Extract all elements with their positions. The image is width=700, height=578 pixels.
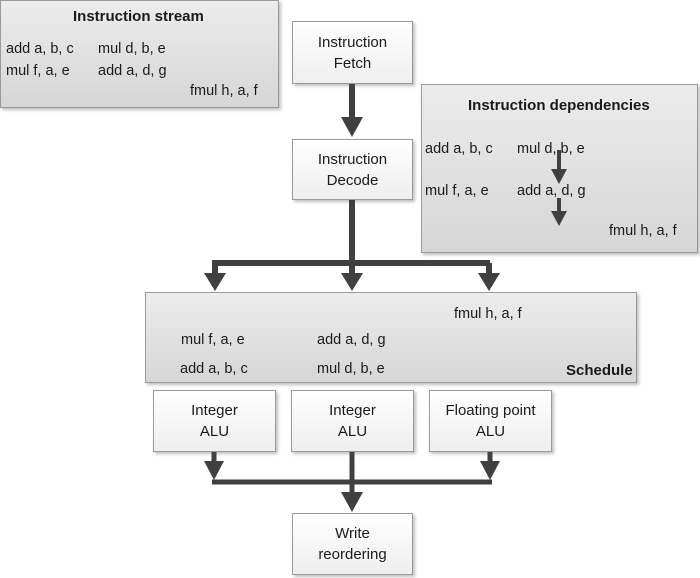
write-label-1: Write <box>335 525 370 542</box>
arrowhead-icon <box>204 273 226 291</box>
decode-label-1: Instruction <box>317 150 388 168</box>
schedule-panel: fmul h, a, f mul f, a, e add a, d, g add… <box>145 292 637 383</box>
arrowhead-icon <box>478 273 500 291</box>
dep-instr: add a, d, g <box>517 183 586 199</box>
schedule-instr: mul d, b, e <box>317 361 385 377</box>
write-label-2: reordering <box>318 546 387 563</box>
instruction-stream-panel: Instruction stream add a, b, c mul d, b,… <box>0 0 279 108</box>
instruction-fetch-box: Instruction Fetch <box>292 21 413 84</box>
floating-point-alu-box: Floating point ALU <box>429 390 552 452</box>
alu2-label-1: Integer <box>329 402 376 419</box>
schedule-instr: fmul h, a, f <box>454 306 522 322</box>
arrowhead-icon <box>341 492 363 512</box>
alu1-label-1: Integer <box>191 402 238 419</box>
arrowhead-icon <box>204 461 224 480</box>
arrowhead-icon <box>341 117 363 137</box>
dep-instr: fmul h, a, f <box>609 223 677 239</box>
dep-instr: mul d, b, e <box>517 141 585 157</box>
integer-alu-1-box: Integer ALU <box>153 390 276 452</box>
schedule-instr: mul f, a, e <box>181 332 245 348</box>
dependencies-title: Instruction dependencies <box>468 97 650 114</box>
fpalu-label-2: ALU <box>475 423 506 440</box>
arrowhead-icon <box>551 169 567 184</box>
schedule-instr: add a, d, g <box>317 332 386 348</box>
stream-instr: add a, d, g <box>98 63 167 79</box>
stream-instr: mul d, b, e <box>98 41 166 57</box>
schedule-title: Schedule <box>566 362 633 379</box>
stream-instr: mul f, a, e <box>6 63 70 79</box>
dep-instr: add a, b, c <box>425 141 493 157</box>
decode-label-2: Decode <box>326 171 379 189</box>
stream-instr: fmul h, a, f <box>190 83 258 99</box>
instruction-decode-box: Instruction Decode <box>292 139 413 200</box>
arrowhead-icon <box>341 273 363 291</box>
alu1-label-2: ALU <box>199 423 230 440</box>
instruction-stream-title: Instruction stream <box>73 8 204 25</box>
dep-instr: mul f, a, e <box>425 183 489 199</box>
schedule-instr: add a, b, c <box>180 361 248 377</box>
fetch-label-2: Fetch <box>333 54 372 72</box>
arrowhead-icon <box>551 211 567 226</box>
write-reordering-box: Write reordering <box>292 513 413 575</box>
fpalu-label-1: Floating point <box>445 402 536 419</box>
integer-alu-2-box: Integer ALU <box>291 390 414 452</box>
arrowhead-icon <box>480 461 500 480</box>
alu2-label-2: ALU <box>337 423 368 440</box>
stream-instr: add a, b, c <box>6 41 74 57</box>
fetch-label-1: Instruction <box>317 33 388 51</box>
